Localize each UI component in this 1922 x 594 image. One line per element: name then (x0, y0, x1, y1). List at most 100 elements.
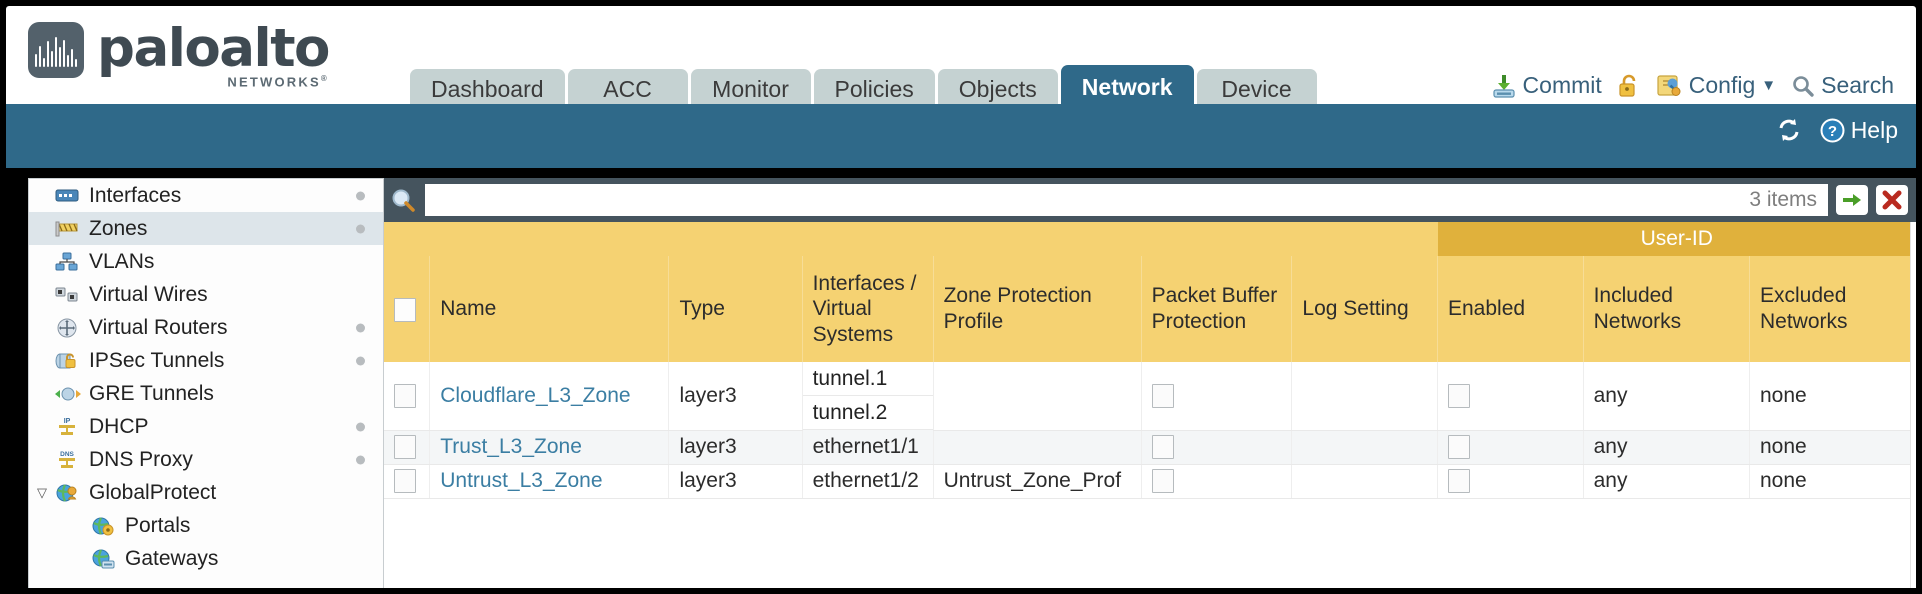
row-userid-enabled-cell[interactable] (1437, 430, 1584, 465)
tab-policies[interactable]: Policies (813, 69, 935, 110)
ipsec-tunnels-icon (55, 351, 81, 371)
brand-wordmark: paloalto (97, 18, 330, 79)
table-header-row: Name Type Interfaces / Virtual Systems Z… (384, 256, 1916, 362)
tab-device[interactable]: Device (1196, 69, 1317, 110)
search-button[interactable]: Search (1791, 72, 1894, 99)
status-dot (356, 455, 365, 464)
zone-name-link[interactable]: Trust_L3_Zone (440, 435, 582, 458)
row-checkbox[interactable] (394, 435, 416, 460)
row-userid-enabled-cell[interactable] (1437, 362, 1584, 431)
userid-enabled-checkbox[interactable] (1448, 469, 1470, 494)
sidebar-item-vlans[interactable]: VLANs (29, 245, 383, 278)
brand-logo: paloalto NETWORKS® (28, 18, 330, 89)
sidebar-item-gre-tunnels[interactable]: GRE Tunnels (29, 377, 383, 410)
svg-text:?: ? (1828, 123, 1837, 140)
apply-filter-button[interactable] (1836, 185, 1868, 215)
sidebar-label: Interfaces (89, 183, 182, 207)
userid-enabled-checkbox[interactable] (1448, 435, 1470, 460)
row-interfaces-cell: tunnel.1 tunnel.2 (801, 362, 934, 430)
row-name-cell[interactable]: Cloudflare_L3_Zone (429, 362, 669, 431)
sidebar-item-dns-proxy[interactable]: DNS DNS Proxy (29, 443, 383, 476)
row-log-setting-cell (1291, 362, 1438, 431)
main-tab-bar: Dashboard ACC Monitor Policies Objects N… (410, 65, 1317, 110)
sidebar-item-virtual-wires[interactable]: Virtual Wires (29, 278, 383, 311)
row-select-cell[interactable] (384, 464, 430, 499)
row-checkbox[interactable] (394, 469, 416, 494)
packet-buffer-protection-checkbox[interactable] (1151, 469, 1174, 494)
sidebar-item-dhcp[interactable]: IP DHCP (29, 410, 383, 443)
select-all-checkbox[interactable] (394, 297, 416, 322)
search-magnifier-icon (1791, 74, 1815, 98)
row-packet-buffer-cell[interactable] (1140, 362, 1292, 431)
sidebar-item-zones[interactable]: Zones (29, 212, 383, 245)
tab-dashboard[interactable]: Dashboard (410, 69, 565, 110)
column-header-name[interactable]: Name (429, 256, 669, 362)
refresh-icon[interactable] (1775, 116, 1803, 144)
row-select-cell[interactable] (384, 430, 430, 465)
sidebar-item-globalprotect[interactable]: ▽ GlobalProtect (29, 476, 383, 509)
status-dot (356, 191, 365, 200)
sidebar-label: GRE Tunnels (89, 381, 214, 405)
filter-search-row: 3 items (384, 178, 1916, 222)
sidebar-item-ipsec-tunnels[interactable]: IPSec Tunnels (29, 344, 383, 377)
column-header-excluded-networks[interactable]: Excluded Networks (1749, 256, 1916, 362)
column-header-zone-protection-profile[interactable]: Zone Protection Profile (932, 256, 1142, 362)
row-packet-buffer-cell[interactable] (1140, 430, 1292, 465)
search-label: Search (1821, 72, 1894, 98)
row-packet-buffer-cell[interactable] (1140, 464, 1292, 499)
sidebar-item-gateways[interactable]: Gateways (29, 542, 383, 575)
sidebar-label: IPSec Tunnels (89, 348, 225, 372)
packet-buffer-protection-checkbox[interactable] (1151, 383, 1174, 408)
config-dropdown[interactable]: Config ▼ (1656, 72, 1776, 99)
help-label: Help (1850, 116, 1898, 143)
sidebar-label: DHCP (89, 414, 149, 438)
tab-network[interactable]: Network (1060, 65, 1194, 110)
row-interfaces-cell: ethernet1/1 (801, 430, 934, 465)
sidebar-item-portals[interactable]: Portals (29, 509, 383, 542)
row-log-setting-cell (1291, 464, 1438, 499)
interfaces-icon (55, 187, 81, 205)
search-field-wrapper[interactable]: 3 items (425, 184, 1828, 216)
row-name-cell[interactable]: Untrust_L3_Zone (429, 464, 669, 499)
zone-name-link[interactable]: Cloudflare_L3_Zone (440, 383, 631, 407)
clear-filter-button[interactable] (1876, 185, 1908, 215)
tab-objects[interactable]: Objects (937, 69, 1058, 110)
column-header-interfaces[interactable]: Interfaces / Virtual Systems (801, 256, 934, 362)
row-select-cell[interactable] (384, 362, 430, 431)
column-header-enabled[interactable]: Enabled (1437, 256, 1584, 362)
row-excluded-networks-cell: none (1749, 430, 1916, 465)
top-action-bar: Commit (1491, 72, 1894, 99)
dns-proxy-icon: DNS (55, 449, 81, 471)
table-row[interactable]: Untrust_L3_Zone layer3 ethernet1/2 Untru… (384, 464, 1916, 499)
table-group-header-row: User-ID (384, 222, 1916, 256)
row-name-cell[interactable]: Trust_L3_Zone (429, 430, 669, 465)
config-key-icon (1656, 73, 1683, 99)
table-row[interactable]: Trust_L3_Zone layer3 ethernet1/1 any non… (384, 430, 1916, 465)
column-header-type[interactable]: Type (668, 256, 803, 362)
userid-enabled-checkbox[interactable] (1448, 383, 1470, 408)
status-dot (356, 356, 365, 365)
table-vertical-scrollbar[interactable] (1910, 222, 1916, 588)
zone-name-link[interactable]: Untrust_L3_Zone (440, 469, 603, 492)
help-button[interactable]: ? Help (1819, 117, 1898, 144)
select-all-header[interactable] (384, 256, 430, 362)
tab-acc[interactable]: ACC (567, 69, 688, 110)
search-input[interactable] (426, 186, 1750, 214)
sidebar-item-interfaces[interactable]: Interfaces (29, 179, 383, 212)
sidebar-item-virtual-routers[interactable]: Virtual Routers (29, 311, 383, 344)
row-checkbox[interactable] (394, 383, 416, 408)
portals-icon (91, 515, 117, 537)
tab-monitor[interactable]: Monitor (690, 69, 811, 110)
expand-caret-icon[interactable]: ▽ (37, 484, 47, 500)
row-userid-enabled-cell[interactable] (1437, 464, 1584, 499)
column-header-packet-buffer-protection[interactable]: Packet Buffer Protection (1140, 256, 1292, 362)
group-header-user-id: User-ID (1437, 222, 1916, 256)
packet-buffer-protection-checkbox[interactable] (1151, 435, 1174, 460)
search-magnifier-icon[interactable] (390, 187, 417, 214)
lock-button[interactable] (1617, 73, 1641, 99)
column-header-included-networks[interactable]: Included Networks (1582, 256, 1750, 362)
sidebar-label: DNS Proxy (89, 447, 193, 471)
sidebar-label: GlobalProtect (89, 480, 217, 504)
commit-button[interactable]: Commit (1491, 72, 1602, 99)
column-header-log-setting[interactable]: Log Setting (1291, 256, 1438, 362)
